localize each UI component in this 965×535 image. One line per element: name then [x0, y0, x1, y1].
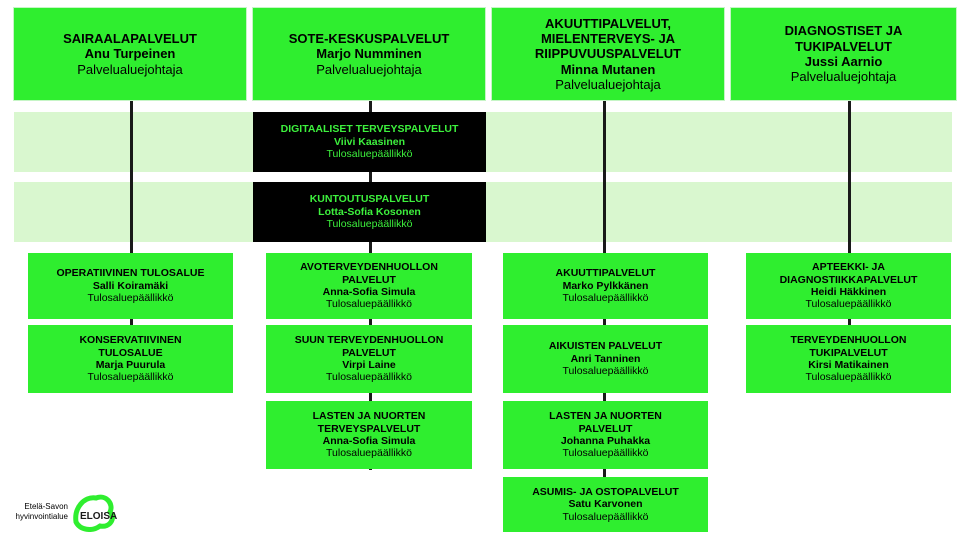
eloisa-leaf-icon: ELOISA — [73, 494, 117, 532]
unit-title: AKUUTTIPALVELUT — [555, 267, 656, 280]
unit-name: Satu Karvonen — [568, 498, 643, 511]
head-title: SOTE-KESKUSPALVELUT — [288, 31, 450, 46]
unit-title: ASUMIS- JA OSTOPALVELUT — [532, 485, 679, 498]
head-name: Anu Turpeinen — [84, 46, 176, 62]
unit-lasten-nuorten-palvelut: LASTEN JA NUORTEN PALVELUT Johanna Puhak… — [503, 401, 708, 469]
unit-name: Viivi Kaasinen — [333, 135, 405, 148]
unit-apteekki-diagnostiikka: APTEEKKI- JA DIAGNOSTIIKKAPALVELUT Heidi… — [746, 253, 951, 319]
unit-name: Salli Koiramäki — [92, 279, 169, 292]
unit-role: Tulosaluepäällikkö — [805, 371, 892, 384]
unit-role: Tulosaluepäällikkö — [87, 292, 174, 305]
unit-title: SUUN TERVEYDENHUOLLON PALVELUT — [294, 334, 444, 359]
unit-digitaaliset: DIGITAALISET TERVEYSPALVELUT Viivi Kaasi… — [253, 112, 486, 172]
unit-title: KUNTOUTUSPALVELUT — [309, 193, 430, 206]
unit-name: Marja Puurula — [95, 359, 166, 371]
unit-role: Tulosaluepäällikkö — [326, 218, 413, 231]
unit-title: APTEEKKI- JA DIAGNOSTIIKKAPALVELUT — [779, 261, 918, 286]
unit-role: Tulosaluepäällikkö — [562, 365, 649, 378]
unit-name: Kirsi Matikainen — [808, 359, 889, 371]
unit-title: TERVEYDENHUOLLON TUKIPALVELUT — [790, 334, 907, 359]
unit-name: Virpi Laine — [342, 359, 396, 371]
unit-lasten-nuorten-terveys: LASTEN JA NUORTEN TERVEYSPALVELUT Anna-S… — [266, 401, 472, 469]
head-name: Jussi Aarnio — [804, 54, 883, 69]
unit-title: AVOTERVEYDENHUOLLON PALVELUT — [300, 261, 438, 286]
head-role: Palvelualuejohtaja — [316, 61, 422, 77]
head-title: SAIRAALAPALVELUT — [63, 31, 197, 46]
unit-title: LASTEN JA NUORTEN TERVEYSPALVELUT — [312, 410, 426, 435]
logo-brand: ELOISA — [80, 511, 117, 522]
unit-role: Tulosaluepäällikkö — [326, 298, 412, 311]
unit-title: LASTEN JA NUORTEN PALVELUT — [549, 410, 662, 435]
unit-role: Tulosaluepäällikkö — [326, 148, 413, 161]
unit-suun-terveydenhuolto: SUUN TERVEYDENHUOLLON PALVELUT Virpi Lai… — [266, 325, 472, 393]
unit-aikuisten-palvelut: AIKUISTEN PALVELUT Anri Tanninen Tulosal… — [503, 325, 708, 393]
unit-name: Anna-Sofia Simula — [322, 286, 416, 298]
head-role: Palvelualuejohtaja — [555, 76, 661, 92]
unit-role: Tulosaluepäällikkö — [87, 371, 174, 384]
head-name: Minna Mutanen — [560, 61, 656, 77]
eloisa-logo: Etelä-Savon hyvinvointialue ELOISA — [6, 492, 146, 532]
unit-konservatiivinen: KONSERVATIIVINEN TULOSALUE Marja Puurula… — [28, 325, 233, 393]
head-role: Palvelualuejohtaja — [77, 61, 183, 77]
unit-asumis-ostopalvelut: ASUMIS- JA OSTOPALVELUT Satu Karvonen Tu… — [503, 477, 708, 532]
unit-role: Tulosaluepäällikkö — [562, 292, 649, 305]
unit-title: AIKUISTEN PALVELUT — [548, 340, 663, 353]
logo-line-1: Etelä-Savon — [24, 502, 68, 511]
head-sote-keskuspalvelut: SOTE-KESKUSPALVELUT Marjo Numminen Palve… — [253, 8, 485, 100]
unit-name: Marko Pylkkänen — [562, 279, 649, 292]
head-diagnostiset: DIAGNOSTISET JA TUKIPALVELUT Jussi Aarni… — [731, 8, 956, 100]
unit-title: KONSERVATIIVINEN TULOSALUE — [79, 334, 182, 359]
unit-name: Lotta-Sofia Kosonen — [318, 205, 421, 218]
unit-avoterveydenhuolto: AVOTERVEYDENHUOLLON PALVELUT Anna-Sofia … — [266, 253, 472, 319]
unit-role: Tulosaluepäällikkö — [562, 510, 649, 523]
unit-title: DIGITAALISET TERVEYSPALVELUT — [280, 123, 459, 136]
unit-role: Tulosaluepäällikkö — [326, 371, 412, 384]
unit-title: OPERATIIVINEN TULOSALUE — [56, 267, 205, 280]
unit-name: Anna-Sofia Simula — [322, 435, 416, 447]
head-role: Palvelualuejohtaja — [790, 69, 897, 85]
head-title: DIAGNOSTISET JA TUKIPALVELUT — [784, 23, 903, 54]
logo-caption: Etelä-Savon hyvinvointialue — [6, 502, 68, 521]
head-akuuttipalvelut: AKUUTTIPALVELUT, MIELENTERVEYS- JA RIIPP… — [492, 8, 724, 100]
unit-name: Anri Tanninen — [570, 352, 641, 365]
unit-operatiivinen: OPERATIIVINEN TULOSALUE Salli Koiramäki … — [28, 253, 233, 319]
unit-role: Tulosaluepäällikkö — [562, 447, 649, 460]
head-sairaalapalvelut: SAIRAALAPALVELUT Anu Turpeinen Palvelual… — [14, 8, 246, 100]
unit-kuntoutuspalvelut: KUNTOUTUSPALVELUT Lotta-Sofia Kosonen Tu… — [253, 182, 486, 242]
unit-name: Johanna Puhakka — [560, 435, 651, 447]
connector-col1 — [130, 100, 133, 340]
unit-role: Tulosaluepäällikkö — [326, 447, 412, 460]
unit-name: Heidi Häkkinen — [810, 286, 887, 298]
unit-role: Tulosaluepäällikkö — [805, 298, 892, 311]
unit-tukipalvelut: TERVEYDENHUOLLON TUKIPALVELUT Kirsi Mati… — [746, 325, 951, 393]
unit-akuuttipalvelut: AKUUTTIPALVELUT Marko Pylkkänen Tulosalu… — [503, 253, 708, 319]
head-title: AKUUTTIPALVELUT, MIELENTERVEYS- JA RIIPP… — [534, 15, 682, 62]
logo-line-2: hyvinvointialue — [15, 511, 68, 521]
connector-col4 — [848, 100, 851, 340]
head-name: Marjo Numminen — [316, 46, 422, 62]
